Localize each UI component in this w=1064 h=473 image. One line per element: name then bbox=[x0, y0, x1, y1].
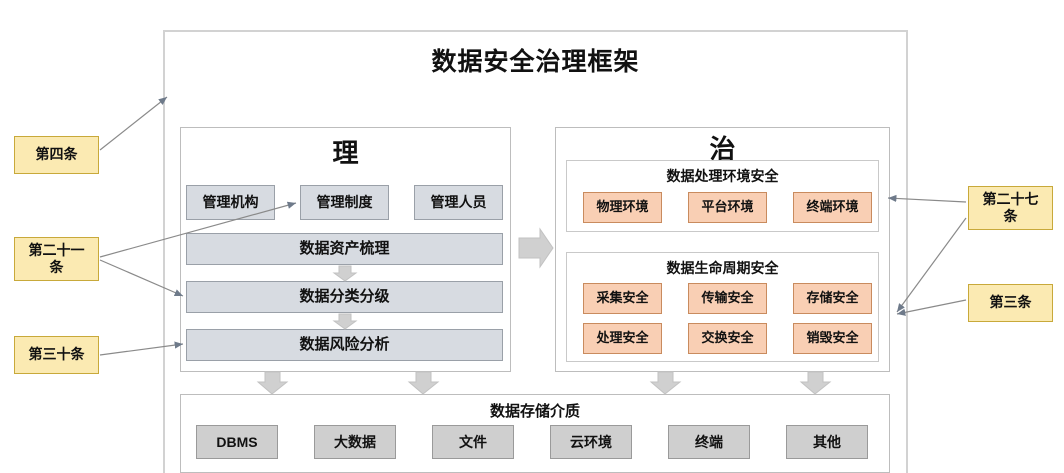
chip-media-cloud[interactable]: 云环境 bbox=[550, 425, 632, 459]
left-panel-title: 理 bbox=[332, 138, 359, 168]
chip-terminal-environment[interactable]: 终端环境 bbox=[793, 192, 872, 223]
chip-management-system[interactable]: 管理制度 bbox=[300, 185, 389, 220]
subpanel-title-processing-environment-security: 数据处理环境安全 bbox=[666, 168, 779, 184]
callout-article-30[interactable]: 第三十条 bbox=[14, 336, 99, 374]
callout-article-21[interactable]: 第二十一 条 bbox=[14, 237, 99, 281]
page-title: 数据安全治理框架 bbox=[431, 48, 640, 76]
chip-destruction-security[interactable]: 销毁安全 bbox=[793, 323, 872, 354]
right-panel-title: 治 bbox=[709, 134, 736, 164]
chip-management-organization[interactable]: 管理机构 bbox=[186, 185, 275, 220]
chip-media-other[interactable]: 其他 bbox=[786, 425, 868, 459]
chip-collection-security[interactable]: 采集安全 bbox=[583, 283, 662, 314]
chip-management-personnel[interactable]: 管理人员 bbox=[414, 185, 503, 220]
bottom-panel-title: 数据存储介质 bbox=[489, 403, 580, 420]
chip-media-terminal[interactable]: 终端 bbox=[668, 425, 750, 459]
callout-article-4[interactable]: 第四条 bbox=[14, 136, 99, 174]
connector-article-4 bbox=[99, 96, 168, 151]
chip-transmission-security[interactable]: 传输安全 bbox=[688, 283, 767, 314]
bottom-panel bbox=[180, 394, 890, 473]
chip-media-file[interactable]: 文件 bbox=[432, 425, 514, 459]
callout-article-27[interactable]: 第二十七 条 bbox=[968, 186, 1053, 230]
chip-exchange-security[interactable]: 交换安全 bbox=[688, 323, 767, 354]
chip-media-bigdata[interactable]: 大数据 bbox=[314, 425, 396, 459]
chip-storage-security[interactable]: 存储安全 bbox=[793, 283, 872, 314]
chip-media-dbms[interactable]: DBMS bbox=[196, 425, 278, 459]
bar-data-classification-grading[interactable]: 数据分类分级 bbox=[186, 281, 503, 313]
chip-platform-environment[interactable]: 平台环境 bbox=[688, 192, 767, 223]
bar-data-risk-analysis[interactable]: 数据风险分析 bbox=[186, 329, 503, 361]
chip-physical-environment[interactable]: 物理环境 bbox=[583, 192, 662, 223]
bar-data-asset-sorting[interactable]: 数据资产梳理 bbox=[186, 233, 503, 265]
chip-processing-security[interactable]: 处理安全 bbox=[583, 323, 662, 354]
subpanel-title-data-lifecycle-security: 数据生命周期安全 bbox=[666, 260, 779, 276]
callout-article-3[interactable]: 第三条 bbox=[968, 284, 1053, 322]
